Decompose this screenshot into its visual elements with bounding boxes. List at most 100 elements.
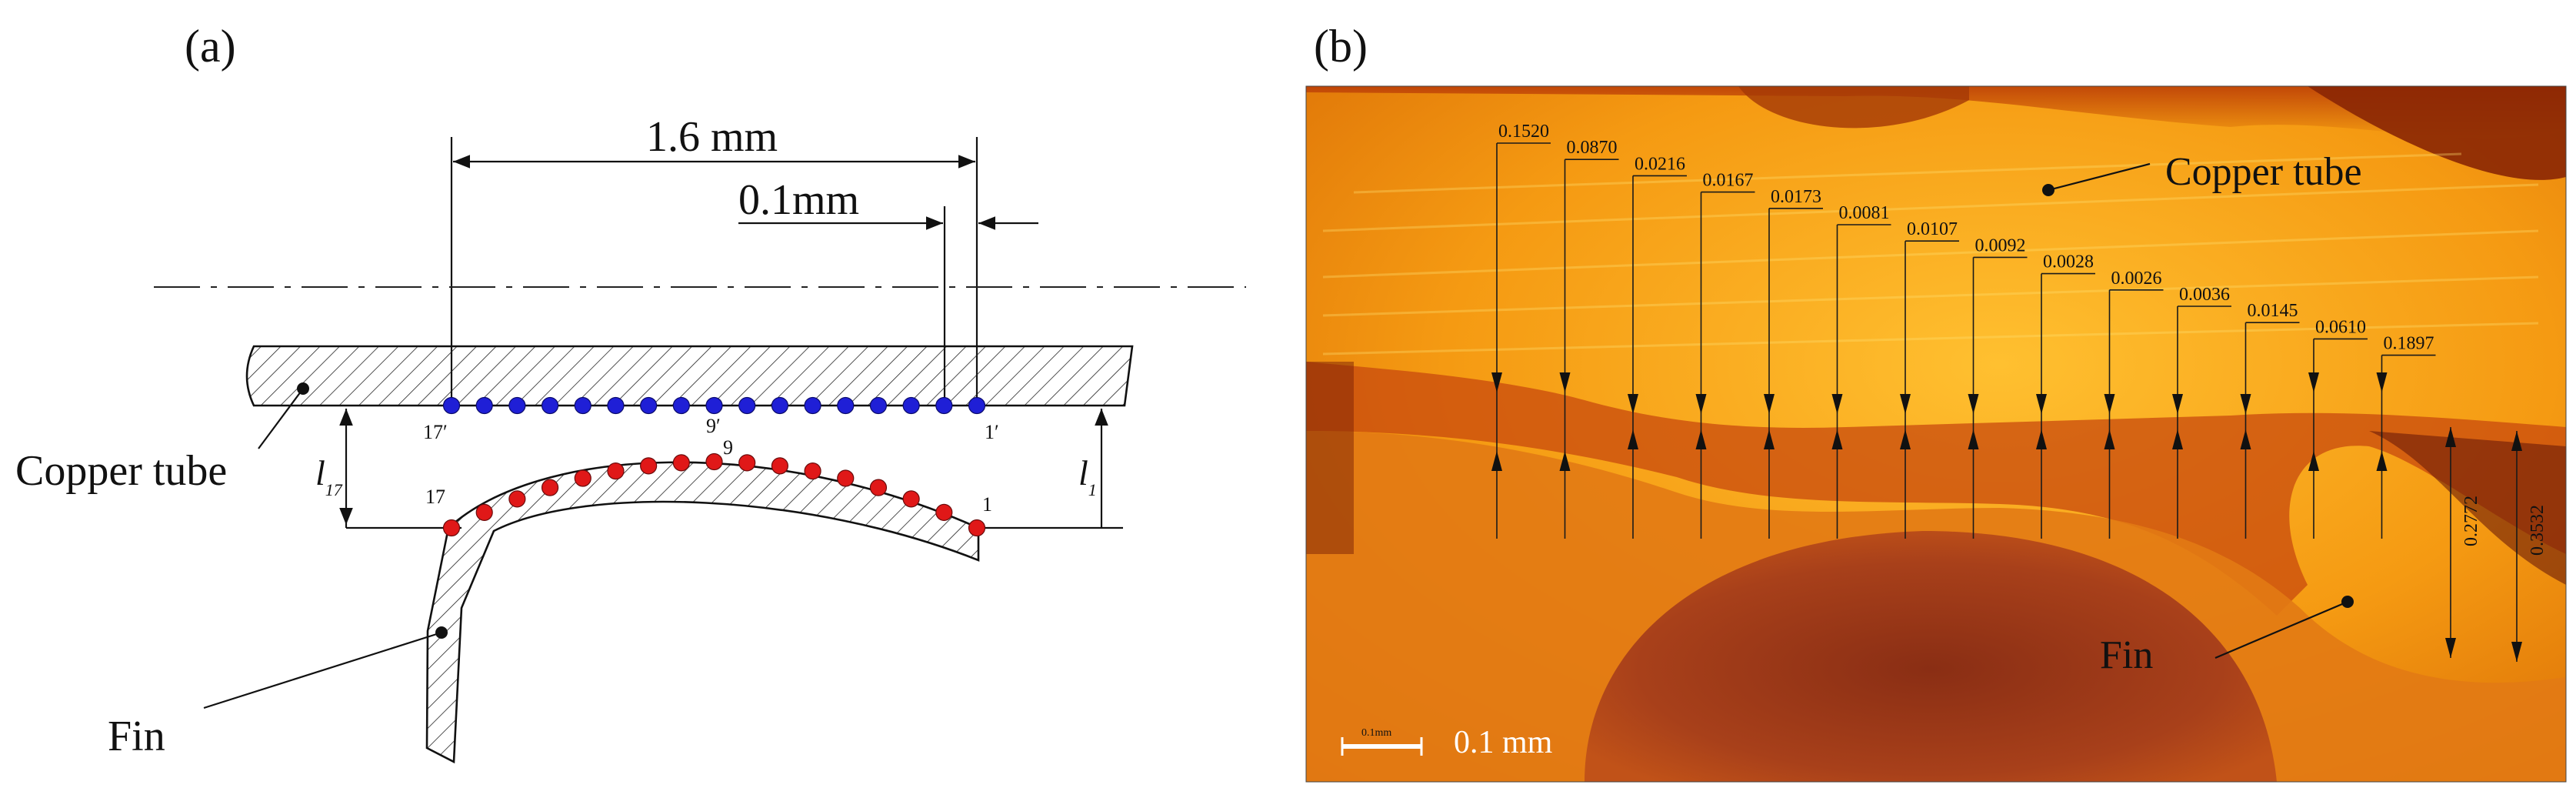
measure-arrow-up <box>1559 451 1571 471</box>
gap-value-label: 0.0870 <box>1567 138 1618 158</box>
fin-point-1-label: 1 <box>982 493 992 516</box>
measure-arrow-down <box>2308 372 2319 392</box>
gap-value-label: 0.1520 <box>1498 122 1549 142</box>
measure-arrow-down <box>1559 372 1571 392</box>
fin-measure-point <box>607 462 625 480</box>
fin-measure-point <box>475 503 493 521</box>
gap-value-label: 0.0173 <box>1771 187 1821 207</box>
tube-measure-point <box>738 396 756 415</box>
copper-tube-label-b: Copper tube <box>2165 150 2362 194</box>
measure-arrow-up <box>1491 451 1502 471</box>
dimension-total-label: 1.6 mm <box>646 113 778 161</box>
measure-arrow-up <box>1831 429 1843 449</box>
scale-bar-label: 0.1 mm <box>1454 725 1553 760</box>
measure-arrow-down <box>1628 394 1638 414</box>
tube-point-17-label: 17′ <box>423 421 448 443</box>
tube-measure-point <box>869 396 888 415</box>
gap-value-label: 0.0145 <box>2248 301 2298 321</box>
fin-measure-point <box>574 469 592 487</box>
fin-measure-point <box>442 519 461 537</box>
gap-value-label: 0.0216 <box>1635 154 1685 174</box>
fin-measure-point <box>837 469 855 487</box>
fin-leader-dot-b <box>2341 596 2354 608</box>
tube-points <box>442 396 986 415</box>
gap-value-rotated-1: 0.2772 <box>2461 496 2481 546</box>
measure-arrow-up <box>1695 429 1707 449</box>
measure-arrow-down <box>2036 394 2047 414</box>
tube-measure-point <box>508 396 526 415</box>
measure-arrow-up <box>1900 429 1911 449</box>
measure-arrow-down <box>1764 394 1775 414</box>
measure-arrow-top <box>2511 431 2522 451</box>
gap-arrows <box>339 409 1123 529</box>
leader-lines-b <box>2048 162 2348 659</box>
dimension-small-label: 0.1mm <box>738 176 859 224</box>
measure-arrow-up <box>2104 429 2115 449</box>
tube-measure-point <box>968 396 986 415</box>
measure-arrow-bottom <box>2445 638 2456 658</box>
fin-measure-point <box>771 457 788 475</box>
tube-measure-point <box>541 396 559 415</box>
fin-measure-point <box>968 519 986 537</box>
measure-arrow-down <box>2172 394 2183 414</box>
gap-value-label: 0.0081 <box>1839 203 1890 223</box>
tube-measure-point <box>475 396 493 415</box>
tube-measure-point <box>902 396 920 415</box>
fin-measure-point <box>935 503 953 521</box>
fin-point-17-label: 17 <box>425 486 445 508</box>
scale-bar-small-label: 0.1mm <box>1361 727 1391 739</box>
tube-measure-point <box>640 396 658 415</box>
gap-value-label: 0.0026 <box>2111 269 2162 289</box>
fin-point-9-label: 9 <box>723 436 733 459</box>
tube-leader-dot-b <box>2042 184 2054 196</box>
fin-measure-point <box>508 490 526 508</box>
tube-measure-point <box>771 396 788 415</box>
gap-value-label: 0.0036 <box>2179 285 2230 305</box>
tube-point-1-label: 1′ <box>985 421 999 443</box>
tube-measure-point <box>672 396 690 415</box>
tube-measure-point <box>804 396 821 415</box>
fin-section <box>425 461 980 764</box>
fin-points <box>442 452 986 537</box>
measure-arrow-down <box>1968 394 1979 414</box>
measure-arrow-down <box>1695 394 1707 414</box>
gap-value-label: 0.1897 <box>2384 334 2434 354</box>
tube-point-9-label: 9′ <box>706 415 721 437</box>
gap-value-label: 0.0167 <box>1703 171 1754 191</box>
fin-label-a: Fin <box>108 713 165 760</box>
tube-measure-point <box>705 396 723 415</box>
measure-arrow-up <box>2376 451 2388 471</box>
measure-arrow-top <box>2445 427 2456 447</box>
measure-arrow-down <box>1491 372 1502 392</box>
gap-value-rotated-2: 0.3532 <box>2528 505 2548 556</box>
panel-b-label: (b) <box>1314 21 1368 72</box>
fin-measure-point <box>541 479 559 496</box>
fin-leader-dot <box>435 626 448 639</box>
measure-arrow-down <box>1900 394 1911 414</box>
gap-right-label: l1 <box>1078 453 1097 499</box>
fin-measure-point <box>705 452 723 471</box>
measure-arrow-down <box>2240 394 2251 414</box>
fin-measure-point <box>804 462 821 480</box>
copper-tube-label-a: Copper tube <box>15 447 227 495</box>
panel-a-label: (a) <box>185 21 236 72</box>
gap-value-label: 0.0107 <box>1907 219 1958 239</box>
fin-measure-point <box>902 490 920 508</box>
fin-measure-point <box>640 457 658 475</box>
tube-measure-point <box>935 396 953 415</box>
fin-measure-point <box>738 454 756 472</box>
gap-value-label: 0.0610 <box>2315 317 2366 337</box>
tube-measure-point <box>442 396 461 415</box>
leader-lines-a <box>203 388 442 710</box>
gap-measurements: 0.1520 0.0870 0.0216 0.0167 0.0173 0.0081 0.01… <box>1491 122 2522 662</box>
measure-arrow-bottom <box>2511 642 2522 662</box>
gap-value-label: 0.0028 <box>2043 252 2094 272</box>
copper-tube-wall <box>245 345 1134 407</box>
panel-a: (a) 1.6 mm 0.1mm l17 <box>15 21 1246 764</box>
measure-arrow-down <box>1831 394 1843 414</box>
gap-left-label: l17 <box>315 453 343 499</box>
measure-arrow-down <box>2104 394 2115 414</box>
measure-arrow-down <box>2376 372 2388 392</box>
measure-arrow-up <box>2172 429 2183 449</box>
